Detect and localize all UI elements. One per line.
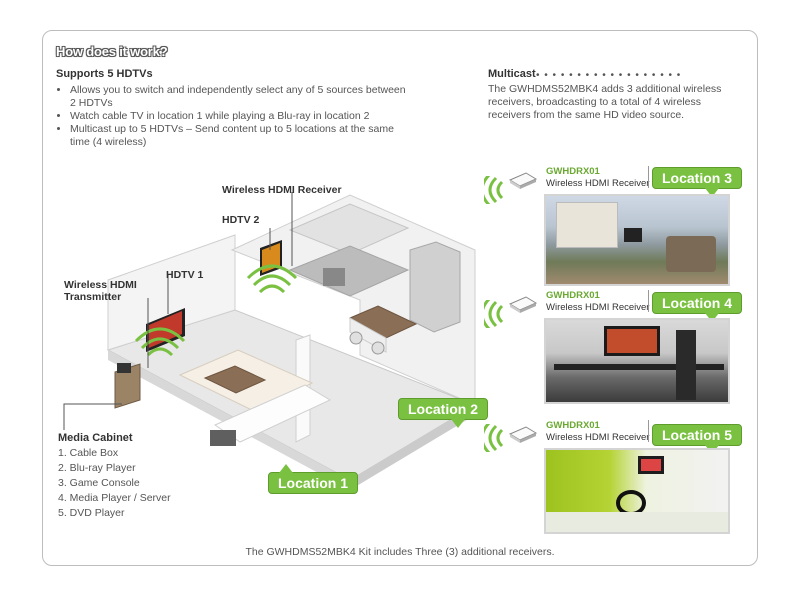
supports-title: Supports 5 HDTVs [56, 68, 153, 80]
media-cabinet-title: Media Cabinet [58, 432, 133, 444]
left-wall [107, 234, 236, 351]
list-item: 2. Blu-ray Player [58, 462, 136, 474]
upper-cabinets [288, 203, 410, 255]
receiver-desc: Wireless HDMI Receiver [546, 302, 650, 313]
location-3-photo [544, 194, 730, 286]
leader-lines [63, 192, 293, 430]
divider [648, 290, 649, 312]
house-illustration [63, 192, 477, 490]
divider [648, 420, 649, 442]
location-5-badge: Location 5 [652, 424, 743, 454]
location-4-photo [544, 318, 730, 404]
stove [323, 268, 345, 286]
list-item: 3. Game Console [58, 477, 140, 489]
wifi-signal-icon [134, 327, 186, 357]
wifi-signal-icon [484, 176, 504, 204]
receiver-device-icon [508, 296, 538, 313]
stool [349, 331, 363, 345]
media-cabinet-list: 1. Cable Box 2. Blu-ray Player 3. Game C… [58, 446, 171, 521]
right-edge [350, 405, 475, 490]
wifi-signal-icon [246, 264, 298, 294]
receiver-model: GWHDRX01 [546, 290, 600, 301]
list-item: 4. Media Player / Server [58, 492, 171, 504]
multicast-title: Multicast [488, 68, 536, 80]
page-heading: How does it work? [56, 44, 168, 59]
bullet-item: Allows you to switch and independently s… [70, 84, 410, 110]
receiver-desc: Wireless HDMI Receiver [546, 432, 650, 443]
bullet-item: Multicast up to 5 HDTVs – Send content u… [70, 123, 410, 149]
fridge [409, 241, 461, 333]
receiver-model: GWHDRX01 [546, 166, 600, 177]
wireless-receiver-label: Wireless HDMI Receiver [222, 184, 342, 196]
location-1-badge: Location 1 [268, 464, 359, 494]
divider [648, 166, 649, 188]
transmitter-label-line2: Transmitter [64, 291, 122, 303]
multicast-text: The GWHDMS52MBK4 adds 3 additional wirel… [488, 83, 722, 121]
receiver-device-icon [508, 426, 538, 443]
hdtv2-label: HDTV 2 [222, 214, 260, 226]
coffee-table [203, 365, 267, 394]
side-table [210, 430, 236, 446]
wifi-signal-icon [484, 300, 504, 328]
location-3-badge: Location 3 [652, 167, 743, 197]
dotted-leader: • • • • • • • • • • • • • • • • • • [536, 70, 682, 81]
footer-note: The GWHDMS52MBK4 Kit includes Three (3) … [245, 546, 555, 558]
counter [288, 245, 410, 297]
list-item: 1. Cable Box [58, 447, 119, 459]
receiver-device-icon [508, 172, 538, 189]
location-2-badge: Location 2 [398, 398, 489, 428]
list-item: 5. DVD Player [58, 507, 125, 519]
supports-bullets: Allows you to switch and independently s… [56, 84, 410, 149]
wifi-signal-icon [484, 424, 504, 452]
location-4-badge: Location 4 [652, 292, 743, 322]
hdtv1-label: HDTV 1 [166, 269, 204, 281]
location-5-photo [544, 448, 730, 534]
transmitter-label-line1: Wireless HDMI [64, 279, 137, 291]
cabinet-device [117, 363, 131, 373]
stool [371, 341, 385, 355]
bullet-item: Watch cable TV in location 1 while playi… [70, 110, 410, 123]
receiver-desc: Wireless HDMI Receiver [546, 178, 650, 189]
media-cabinet [114, 363, 141, 409]
receiver-model: GWHDRX01 [546, 420, 600, 431]
